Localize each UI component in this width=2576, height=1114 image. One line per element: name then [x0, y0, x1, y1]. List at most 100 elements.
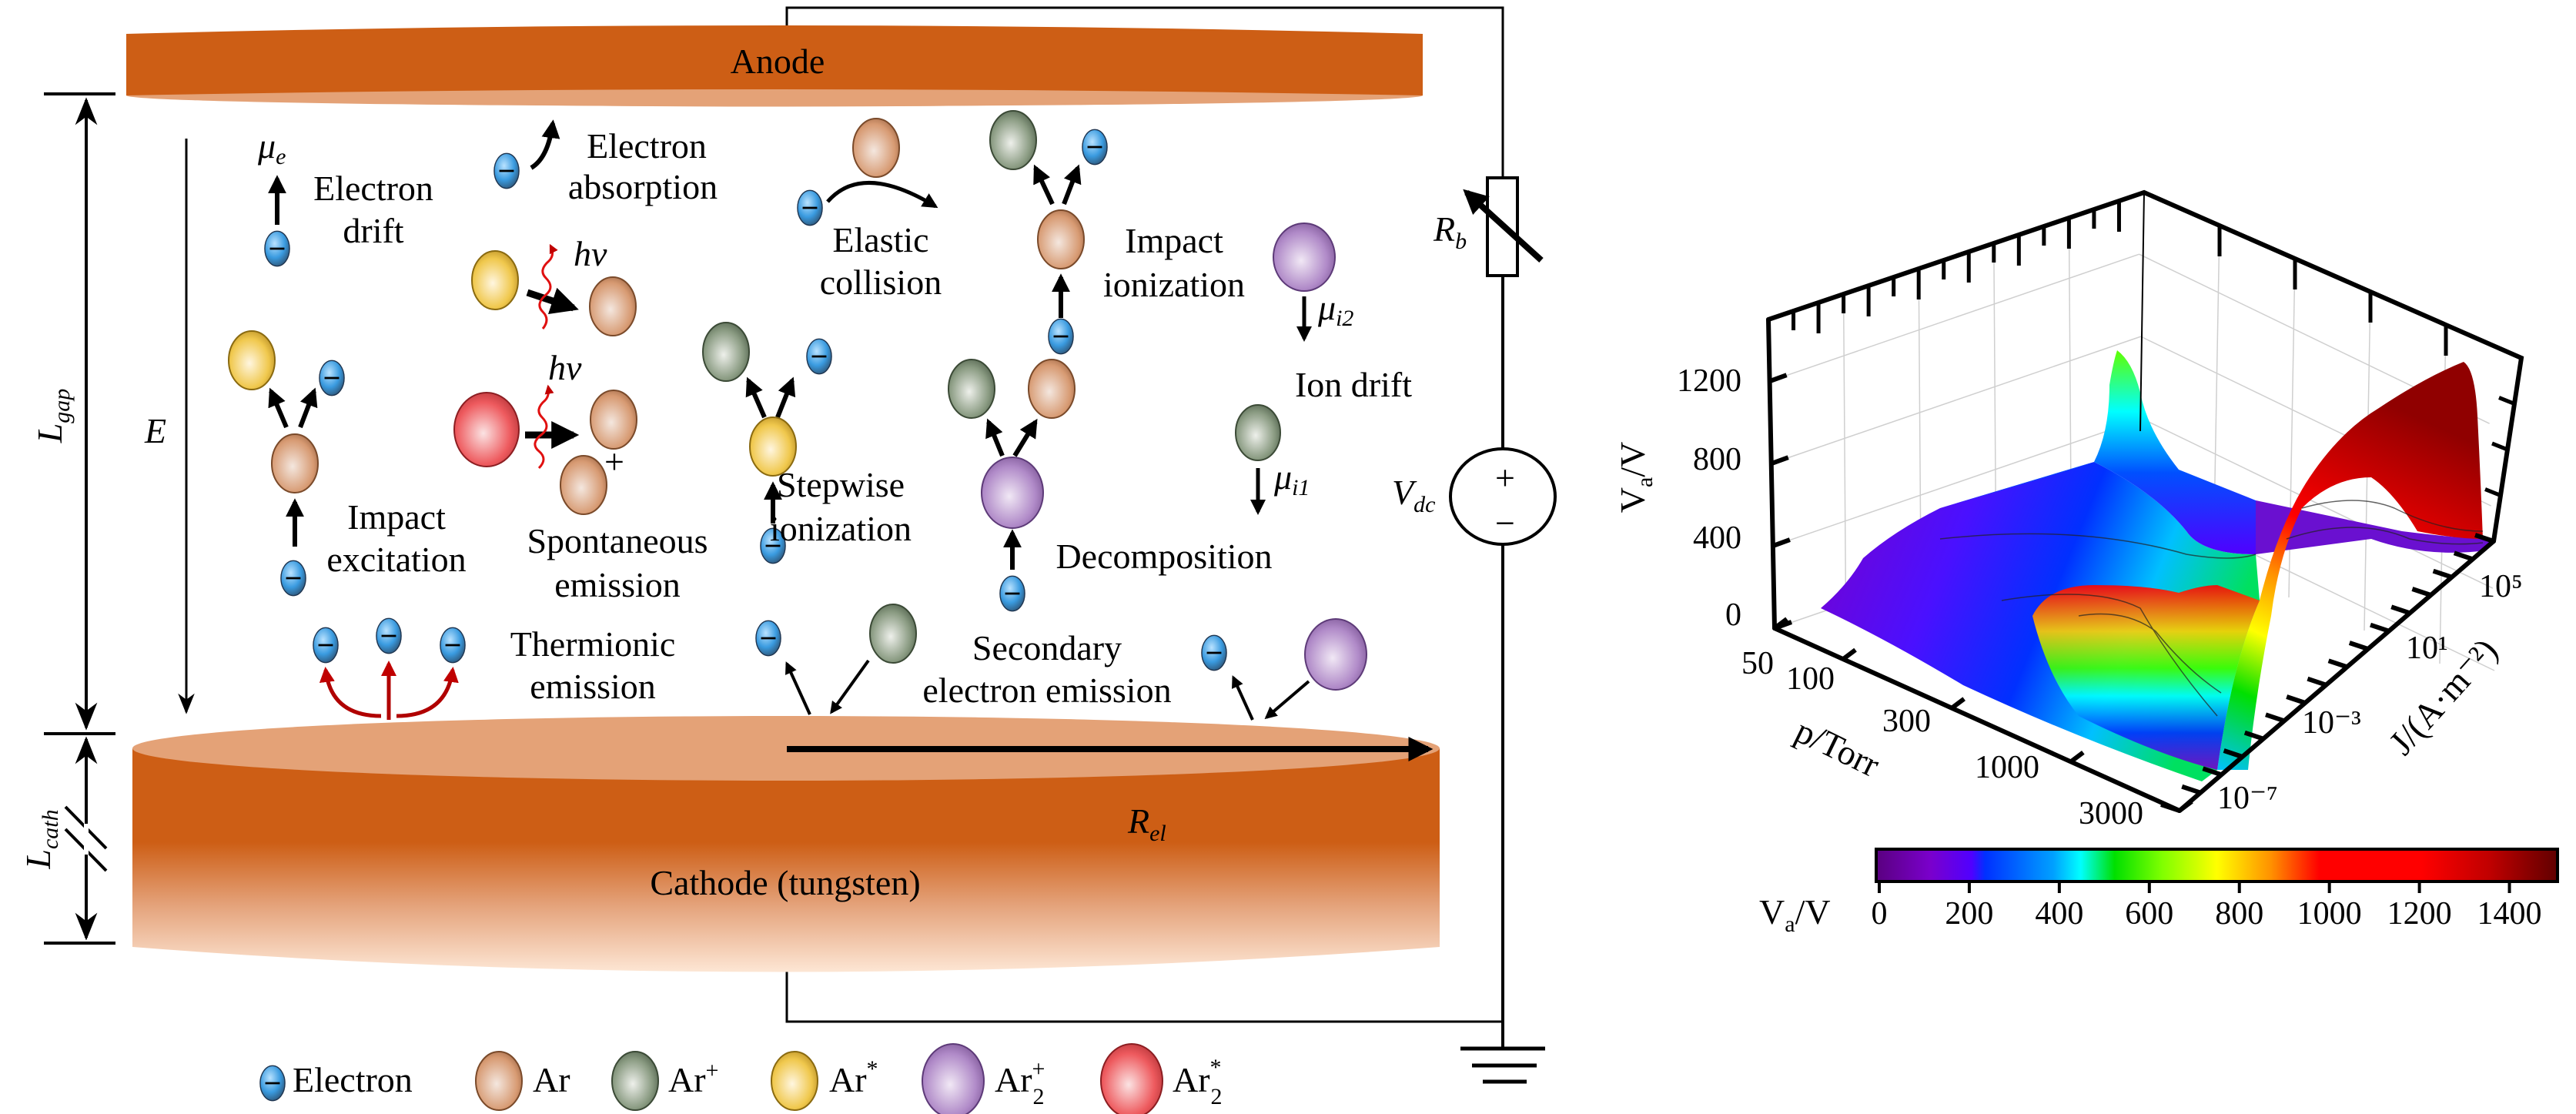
legend-item-ar: Ar — [475, 1051, 570, 1111]
j-tick — [2390, 604, 2411, 616]
elastic-collision-label-2: collision — [820, 263, 942, 302]
electron-icon — [263, 229, 291, 268]
ar-particle — [590, 390, 637, 450]
ar-particle — [852, 118, 900, 178]
ar2-ion-particle-icon — [922, 1043, 985, 1114]
colorbar-tick-label: 400 — [2035, 896, 2083, 932]
legend-label: Electron — [293, 1060, 413, 1099]
radius-label: Rel — [1127, 801, 1166, 846]
ar-excited-particle — [228, 330, 276, 390]
z-gridline — [1769, 253, 2139, 382]
j-tick-label: 10⁵ — [2479, 569, 2523, 604]
cathode: Rel Cathode (tungsten) — [132, 716, 1440, 972]
z-axis-label: Va/V — [1613, 442, 1658, 514]
electron-drift-label-1: Electron — [313, 169, 433, 208]
process-impact-excitation: Impact excitation — [228, 330, 467, 597]
axis-ticks — [1768, 201, 2515, 813]
photon-label: hν — [548, 348, 582, 387]
legend-label: Ar+ — [668, 1058, 718, 1099]
legend-label: Ar — [533, 1060, 570, 1099]
impact-ionization-label-2: ionization — [1103, 265, 1245, 304]
plus-sign: + — [1495, 458, 1515, 497]
p-tick-label: 50 — [1741, 646, 1774, 681]
spontaneous-emission-label-1: Spontaneous — [527, 521, 708, 560]
electron-icon — [754, 619, 782, 657]
cathode-length-label: Lcath — [18, 809, 63, 869]
j-tick — [2243, 730, 2264, 741]
j-tick — [2348, 641, 2369, 651]
j-tick — [2181, 784, 2202, 795]
ar-particle — [589, 276, 637, 336]
right-tick — [2484, 487, 2501, 497]
p-tick-label: 3000 — [2079, 796, 2143, 831]
ar2-ion-particle — [1273, 222, 1336, 292]
gap-length-label: Lgap — [30, 389, 75, 444]
j-tick — [2474, 533, 2494, 544]
field-arrow: E — [144, 139, 195, 714]
ar-excited-particle — [749, 416, 797, 477]
j-axis-ticks: 10⁻⁷ 10⁻³ 10¹ 10⁵ — [2217, 569, 2523, 816]
legend-label: Ar* — [829, 1056, 878, 1099]
electron-icon — [1081, 128, 1109, 166]
ar-ion-particle-icon — [611, 1051, 659, 1111]
stepwise-ionization-label-1: Stepwise — [777, 465, 905, 504]
ar-ion-particle — [989, 110, 1037, 170]
ar-excited-particle-icon — [771, 1051, 818, 1111]
anode: Anode — [126, 25, 1423, 107]
j-tick — [2265, 712, 2285, 724]
legend-item-ar2-excited: Ar*2 — [1100, 1043, 1223, 1114]
p-tick — [2069, 751, 2085, 764]
j-tick — [2202, 766, 2223, 778]
z-tick-label: 1200 — [1677, 363, 1741, 399]
process-elastic-collision: Elastic collision — [796, 118, 942, 302]
j-tick — [2327, 658, 2348, 670]
surface — [1821, 350, 2491, 781]
impact-excitation-label-1: Impact — [347, 497, 446, 537]
field-label: E — [144, 411, 166, 450]
electron-icon — [493, 152, 520, 190]
ion-drift-label: Ion drift — [1295, 365, 1412, 404]
p-tick-label: 300 — [1882, 704, 1931, 739]
z-gridline — [1772, 418, 2143, 547]
source-label: Vdc — [1392, 473, 1435, 517]
process-thermionic-emission: Thermionic emission — [312, 617, 675, 720]
colorbar-label: Va/V — [1759, 892, 1831, 937]
surface-front-sheet — [2032, 585, 2260, 770]
surface-high-p-ridge — [2217, 362, 2483, 770]
z-gridline — [1771, 336, 2141, 464]
right-tick — [2491, 441, 2508, 452]
legend: Electron Ar Ar+ Ar* Ar+2 Ar*2 — [259, 1043, 1223, 1114]
bottom-wire — [785, 962, 1503, 1023]
stepwise-ionization-label-2: ionization — [770, 509, 912, 548]
variable-resistor — [1463, 176, 1544, 277]
electron-absorption-label-1: Electron — [587, 126, 707, 166]
surface-far-sheet — [2256, 500, 2491, 554]
circuit: Rb + − Vdc — [785, 6, 1557, 1084]
process-photon-emission: hν — [471, 234, 637, 336]
z-tick-label: 400 — [1693, 520, 1741, 556]
electron-icon — [375, 617, 403, 655]
impact-ionization-label-1: Impact — [1125, 221, 1223, 260]
colorbar-tick-label: 200 — [1945, 896, 1993, 932]
electron-icon — [796, 189, 824, 227]
electron-absorption-label-2: absorption — [568, 167, 718, 206]
thermionic-emission-label-2: emission — [530, 667, 656, 706]
ar2-excited-particle-icon — [1100, 1043, 1163, 1114]
z-tick — [1771, 537, 1791, 548]
j-tick — [2453, 550, 2474, 562]
electron-icon — [439, 626, 467, 664]
colorbar-tick-label: 1400 — [2477, 896, 2542, 932]
process-impact-ionization: Impact ionization — [989, 110, 1245, 356]
electron-icon — [318, 359, 346, 397]
process-decomposition: Decomposition — [948, 359, 1273, 613]
process-ion-drift: μi2 Ion drift μi1 — [1235, 222, 1412, 515]
process-secondary-emission: Secondary electron emission — [754, 604, 1367, 721]
ar-particle — [271, 433, 319, 493]
colorbar-tick-label: 0 — [1872, 896, 1888, 932]
ground-icon — [1460, 1046, 1545, 1084]
electron-icon — [1200, 634, 1228, 672]
j-tick — [2411, 587, 2432, 597]
p-tick — [1842, 647, 1857, 661]
